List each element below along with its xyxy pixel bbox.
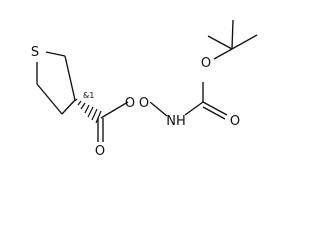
ring-bond-c5-s bbox=[45, 51, 66, 57]
ring-bond-c2-c3 bbox=[36, 83, 63, 115]
carbamate-carbonyl-bond-a bbox=[202, 101, 228, 116]
bond-ester-c-o bbox=[100, 101, 129, 119]
stereo-hashed-bond bbox=[74, 98, 102, 124]
bond-n-carbamate-c bbox=[184, 101, 204, 116]
atom-carbonyl-oxygen-left-label: O bbox=[95, 144, 105, 159]
bond-o-tert-c bbox=[213, 48, 233, 60]
carbamate-carbonyl-bond-b bbox=[202, 106, 226, 120]
tbu-bond-left bbox=[207, 35, 233, 50]
tbu-bond-right bbox=[231, 34, 258, 50]
atom-nitrogen-label: NH bbox=[166, 114, 186, 129]
atom-sulfur-label: S bbox=[31, 45, 39, 60]
ring-bond-c3-c4 bbox=[61, 99, 76, 115]
ring-bond-c4-c5 bbox=[64, 55, 76, 101]
atom-ether-oxygen-1-label: O bbox=[125, 96, 135, 111]
molecule-structure: S O O O NH O O &1 bbox=[31, 19, 258, 159]
bond-o-n bbox=[149, 101, 168, 117]
atom-ester-oxygen-top-label: O bbox=[201, 56, 211, 71]
tbu-bond-up bbox=[231, 19, 234, 50]
atom-carbonyl-oxygen-right-label: O bbox=[230, 114, 240, 129]
atom-ether-oxygen-2-label: O bbox=[139, 96, 149, 111]
stereo-descriptor: &1 bbox=[83, 91, 94, 100]
